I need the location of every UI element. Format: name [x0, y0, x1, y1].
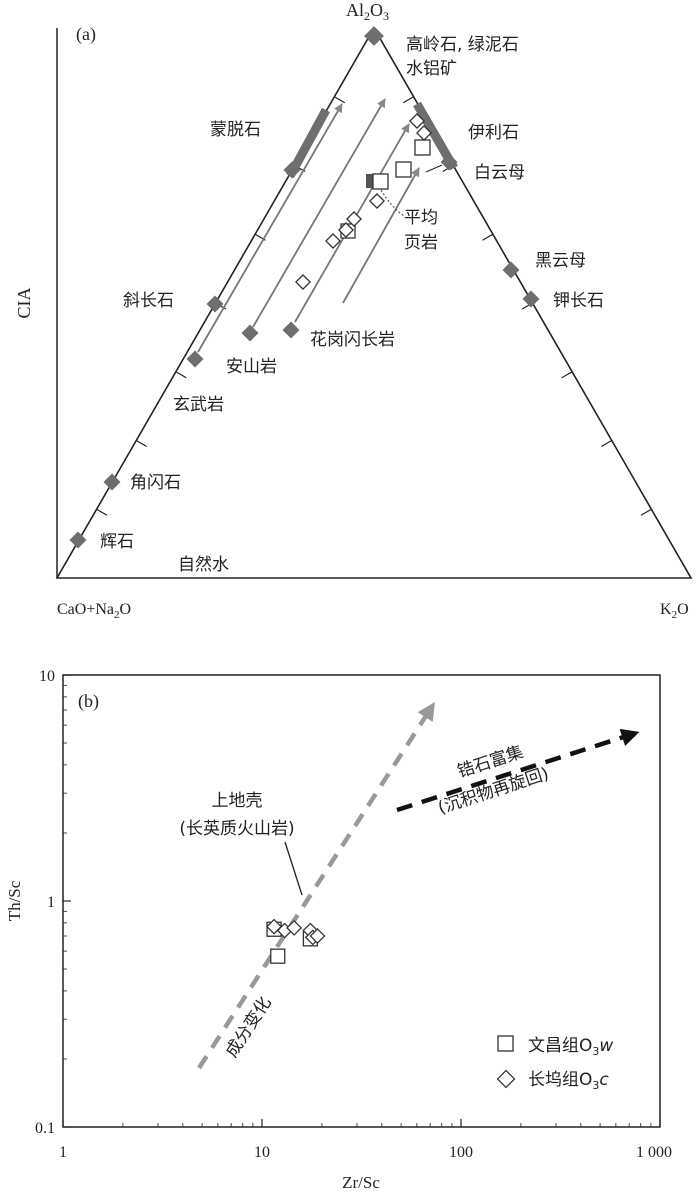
label-gibbsite: 水铝矿 [406, 59, 457, 79]
vertex-k2o: K2O [660, 601, 689, 621]
panel-a: (a) CIA Al2O3 CaO+Na2O K2O [14, 0, 693, 621]
ternary-tick [96, 508, 108, 516]
label-biotite: 黑云母 [535, 251, 586, 271]
sample-diamond [295, 274, 311, 290]
label-kfeldspar: 钾长石 [553, 291, 604, 311]
label-avg-shale-1: 平均 [404, 208, 438, 228]
ternary-tick [175, 371, 187, 379]
panel-b-points [266, 918, 326, 964]
ternary-tick [482, 233, 494, 241]
sample-square [414, 139, 431, 156]
panel-b-tag: (b) [78, 691, 99, 712]
trend-arrow-basalt [197, 103, 343, 353]
sample-diamond [416, 125, 432, 141]
x-tick-label: 1 [59, 1144, 67, 1161]
sample-diamond [325, 233, 341, 249]
x-tick-label: 1 000 [636, 1144, 672, 1161]
y-tick-label: 1 [47, 894, 55, 911]
legend-diamond-marker [496, 1069, 516, 1089]
upper-crust-leader [284, 841, 303, 896]
label-basalt: 玄武岩 [173, 395, 224, 415]
point-square [270, 948, 286, 964]
label-muscovite: 白云母 [474, 163, 525, 183]
mineral-marker-basalt [186, 350, 204, 368]
mineral-marker-kfeldspar [522, 290, 540, 308]
label-andesite: 安山岩 [226, 357, 277, 377]
label-pyroxene: 辉石 [100, 532, 134, 552]
mineral-marker-kaolinite [364, 26, 384, 46]
trend-arrow-andesite [252, 98, 386, 328]
vertex-al2o3: Al2O3 [346, 0, 389, 23]
label-upper-crust-1: 上地壳 [212, 791, 263, 811]
label-granodiorite: 花岗闪长岩 [310, 330, 395, 350]
mineral-marker-pyroxene [69, 531, 87, 549]
legend-label-wenchang: 文昌组O3w [528, 1036, 613, 1058]
ternary-tick [640, 508, 652, 516]
mineral-marker-plagioclase [206, 295, 224, 313]
point-diamond [309, 928, 326, 944]
panel-a-tag: (a) [76, 24, 96, 45]
y-tick-label: 10 [39, 668, 55, 685]
mineral-labels: 高岭石, 绿泥石 水铝矿 蒙脱石 伊利石 白云母 平均 页岩 黑云母 钾长石 斜… [100, 35, 604, 575]
point-diamond [286, 919, 303, 936]
zircon-arrow [396, 728, 640, 813]
x-tick-label: 10 [254, 1144, 270, 1161]
smectite-bar [286, 107, 330, 179]
ternary-tick [561, 371, 573, 379]
panel-a-y-label: CIA [14, 288, 34, 319]
label-avg-shale-2: 页岩 [404, 233, 438, 253]
sample-diamond [369, 193, 385, 209]
label-hornblende: 角闪石 [130, 473, 181, 493]
label-smectite: 蒙脱石 [210, 120, 261, 140]
label-composition: 成分变化 [222, 993, 276, 1061]
label-kaolinite: 高岭石, 绿泥石 [406, 35, 519, 55]
mineral-marker-hornblende [103, 473, 121, 491]
legend-square-marker [497, 1035, 514, 1052]
legend-label-changwu: 长坞组O3c [528, 1070, 609, 1092]
panel-b-x-label: Zr/Sc [342, 1173, 380, 1192]
sample-square [395, 161, 412, 178]
sample-diamond [409, 113, 425, 129]
label-natural-water: 自然水 [178, 555, 229, 575]
label-illite: 伊利石 [468, 123, 519, 143]
composition-arrow [197, 701, 435, 1070]
ternary-tick [402, 96, 414, 104]
y-tick-label: 0.1 [35, 1120, 55, 1137]
legend: 文昌组O3w 长坞组O3c [496, 1035, 613, 1092]
label-plagioclase: 斜长石 [123, 291, 174, 311]
tick-mark [425, 164, 443, 173]
trend-arrow-shale [342, 167, 420, 304]
mineral-marker-andesite [241, 324, 259, 342]
panel-b-y-label: Th/Sc [5, 880, 24, 921]
ternary-tick [334, 96, 346, 104]
sample-square [372, 173, 389, 190]
avg-shale-leader [380, 189, 405, 217]
ternary-tick [135, 439, 147, 448]
sample-diamond [346, 211, 362, 227]
panel-b-frame [62, 674, 661, 1128]
label-upper-crust-2: (长英质火山岩) [179, 819, 294, 839]
x-tick-label: 100 [449, 1144, 473, 1161]
vertex-cao-na2o: CaO+Na2O [57, 601, 131, 621]
samples-a [295, 113, 432, 290]
mineral-marker-granodiorite [282, 321, 300, 339]
sample-diamond [338, 222, 354, 238]
ternary-tick [601, 439, 613, 448]
